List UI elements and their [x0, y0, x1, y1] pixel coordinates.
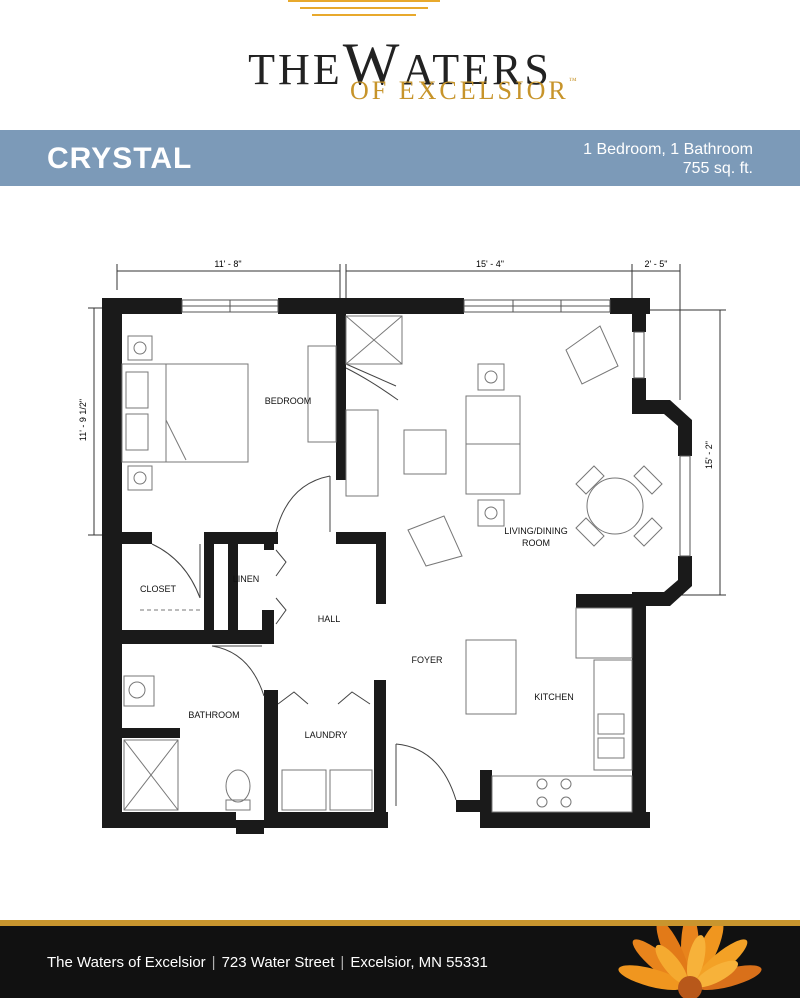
label-bathroom: BATHROOM: [188, 710, 239, 720]
plan-size: 755 sq. ft.: [682, 160, 753, 177]
logo-subtitle: OF EXCELSIOR™: [350, 76, 580, 106]
label-laundry: LAUNDRY: [305, 730, 348, 740]
label-closet: CLOSET: [140, 584, 177, 594]
dim-top-right: 2' - 5": [645, 259, 668, 269]
label-hall: HALL: [318, 614, 341, 624]
plan-type: 1 Bedroom, 1 Bathroom: [583, 141, 753, 158]
room-labels: BEDROOM CLOSET LINEN HALL LIVING/DINING …: [140, 396, 574, 740]
dim-top-middle: 15' - 4": [476, 259, 504, 269]
dim-right: 15' - 2": [704, 441, 714, 469]
floor-plan: 11' - 8" 15' - 4" 2' - 5" 11' - 9 1/2" 1…: [78, 259, 726, 834]
doors: [151, 363, 457, 806]
windows: [181, 299, 691, 557]
furniture: [121, 315, 663, 813]
logo-line: [312, 14, 416, 16]
footer-name: The Waters of Excelsior: [47, 954, 206, 971]
flower-image: [618, 926, 762, 998]
footer-address: The Waters of Excelsior | 723 Water Street…: [47, 954, 488, 971]
dimension-lines: [88, 264, 726, 596]
logo-line: [288, 0, 440, 2]
plan-name: CRYSTAL: [47, 142, 193, 175]
label-linen: LINEN: [233, 574, 260, 584]
footer-city: Excelsior, MN 55331: [350, 954, 488, 971]
logo-initial: W: [342, 31, 403, 97]
footer: The Waters of Excelsior | 723 Water Street…: [0, 926, 800, 998]
logo-wordmark: THEWATERS: [0, 30, 800, 99]
logo-prefix: THE: [248, 45, 343, 94]
label-foyer: FOYER: [411, 655, 443, 665]
plan-banner: CRYSTAL 1 Bedroom, 1 Bathroom 755 sq. ft…: [0, 130, 800, 186]
label-living-dining: LIVING/DINING: [504, 526, 568, 536]
footer-street: 723 Water Street: [221, 954, 335, 971]
footer-separator: |: [211, 954, 216, 971]
logo-subtitle-text: OF EXCELSIOR: [350, 76, 569, 105]
logo-rest: ATERS: [402, 45, 552, 94]
logo-line: [300, 7, 428, 9]
dim-left: 11' - 9 1/2": [78, 399, 88, 441]
footer-accent-line: [0, 920, 800, 926]
logo: THEWATERS OF EXCELSIOR™: [0, 0, 800, 118]
label-bedroom: BEDROOM: [265, 396, 312, 406]
label-living-dining-room: ROOM: [522, 538, 550, 548]
footer-separator: |: [340, 954, 345, 971]
walls: [102, 298, 692, 834]
label-kitchen: KITCHEN: [534, 692, 574, 702]
dim-top-left: 11' - 8": [214, 259, 241, 269]
trademark-symbol: ™: [568, 76, 580, 85]
